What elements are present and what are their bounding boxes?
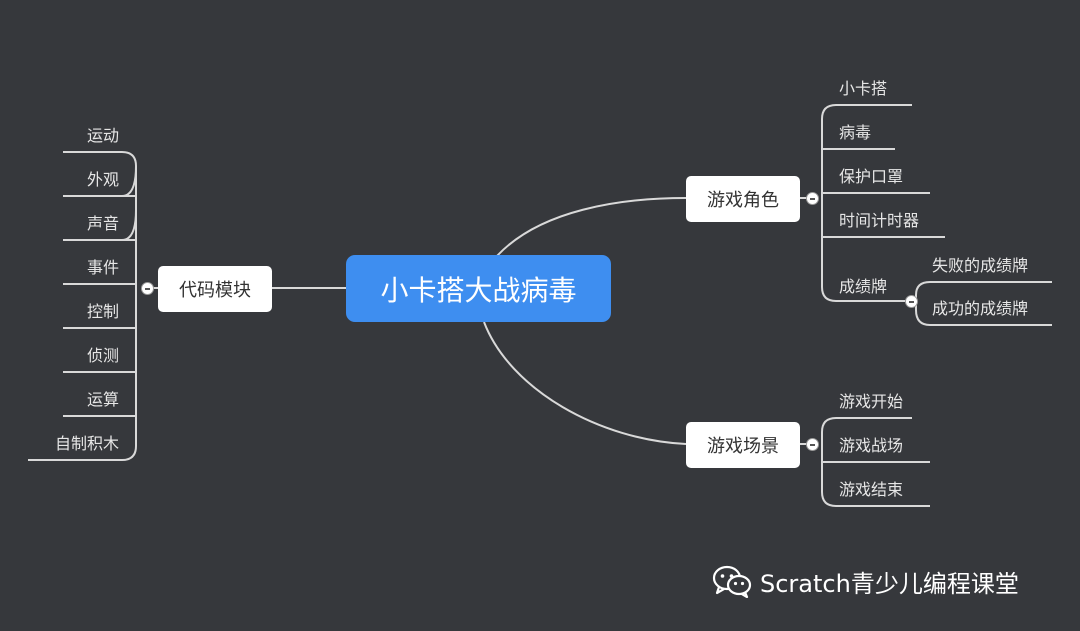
- branch-game-roles[interactable]: 游戏角色: [686, 176, 800, 222]
- root-node[interactable]: 小卡搭大战病毒: [346, 255, 611, 322]
- leaf-success-scoreboard[interactable]: 成功的成绩牌: [932, 299, 1029, 318]
- leaf-sound[interactable]: 声音: [86, 214, 119, 233]
- leaf-game-end[interactable]: 游戏结束: [839, 480, 904, 499]
- leaf-mask[interactable]: 保护口罩: [839, 167, 904, 186]
- collapse-code-icon[interactable]: [141, 282, 154, 295]
- footer-brand-text: Scratch青少儿编程课堂: [760, 569, 1019, 598]
- branch-code-blocks[interactable]: 代码模块: [158, 266, 272, 312]
- leaf-looks[interactable]: 外观: [86, 170, 119, 189]
- branch-game-scenes[interactable]: 游戏场景: [686, 422, 800, 468]
- connector-root-roles: [496, 197, 687, 257]
- leaf-scoreboard[interactable]: 成绩牌: [839, 277, 888, 296]
- footer-brand: Scratch青少儿编程课堂: [712, 563, 1019, 599]
- leaf-control[interactable]: 控制: [86, 302, 119, 321]
- leaf-fail-scoreboard[interactable]: 失败的成绩牌: [932, 256, 1029, 275]
- leaf-virus[interactable]: 病毒: [839, 123, 872, 142]
- leaf-motion[interactable]: 运动: [86, 126, 119, 145]
- leaf-my-blocks[interactable]: 自制积木: [54, 434, 119, 453]
- wechat-icon: [712, 565, 752, 598]
- leaf-game-start[interactable]: 游戏开始: [839, 392, 904, 411]
- collapse-scoreboard-icon[interactable]: [905, 295, 918, 308]
- leaf-kada[interactable]: 小卡搭: [839, 79, 888, 98]
- connector-root-scenes: [483, 321, 687, 445]
- leaf-events[interactable]: 事件: [86, 258, 119, 277]
- leaf-sensing[interactable]: 侦测: [86, 346, 119, 365]
- collapse-scenes-icon[interactable]: [806, 438, 819, 451]
- leaf-game-battlefield[interactable]: 游戏战场: [839, 436, 904, 455]
- leaf-operators[interactable]: 运算: [86, 390, 119, 409]
- collapse-roles-icon[interactable]: [806, 192, 819, 205]
- leaf-timer[interactable]: 时间计时器: [839, 211, 920, 230]
